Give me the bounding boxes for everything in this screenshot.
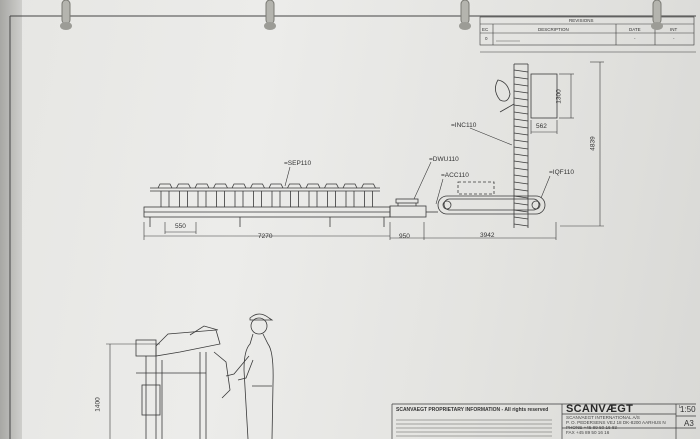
elevator-rung <box>513 167 529 171</box>
company-name: SCANVAEGT INTERNATIONAL A/S <box>566 415 640 420</box>
sheet-size: A3 <box>684 419 694 428</box>
elevator-rung <box>513 104 529 108</box>
elevator-rung <box>513 146 529 150</box>
binder-ring-icon <box>60 0 72 30</box>
company-address: P. O. PEDERSENS VEJ 18 DK-8200 AARHUS N <box>566 420 666 425</box>
elevator-rung <box>513 174 529 178</box>
separator-station <box>213 183 228 207</box>
title-block-frame <box>391 403 696 439</box>
inc110-elevator <box>495 63 558 228</box>
elevator-rung <box>513 209 529 213</box>
label-dwu110: =DWU110 <box>429 156 459 163</box>
operator-station <box>135 325 231 439</box>
elevator-rung <box>513 97 529 101</box>
rev-cell-int: - <box>673 36 675 41</box>
revisions-title: REVISIONS <box>569 18 594 23</box>
label-acc110: =ACC110 <box>441 172 469 179</box>
separator-station <box>194 183 210 207</box>
elevator-rung <box>513 90 529 94</box>
separator-station <box>231 183 247 207</box>
scale-value: 1:50 <box>680 405 696 414</box>
elevator-rung <box>513 125 529 129</box>
dim-950: 950 <box>399 233 410 240</box>
scale-label: L <box>679 404 682 409</box>
elevator-rung <box>513 188 529 192</box>
dim-1300: 1300 <box>555 89 563 104</box>
label-iqf110: =IQF110 <box>549 169 574 176</box>
company-phone: PHONE +45 89 50 16 83 <box>566 425 617 430</box>
dwu110-module <box>389 181 495 218</box>
elevator-rung <box>513 195 529 199</box>
separator-station <box>342 183 358 207</box>
rev-cell-date: - <box>634 36 636 41</box>
rev-col-date: DATE <box>629 27 641 32</box>
separator-station <box>250 183 265 207</box>
separator-station <box>157 183 173 207</box>
dim-3942: 3942 <box>480 232 495 239</box>
binder-ring-icon <box>459 0 471 30</box>
elevator-rung <box>513 139 529 143</box>
rev-col-description: DESCRIPTION <box>538 27 569 32</box>
binder-ring-icon <box>264 0 276 30</box>
separator-station <box>361 183 376 207</box>
rev-col-int: INT <box>670 27 678 32</box>
separator-station <box>324 183 339 207</box>
separator-stations <box>157 183 376 207</box>
dim-4839: 4839 <box>589 136 597 151</box>
binder-ring-icon <box>651 0 663 30</box>
dim-562: 562 <box>536 123 547 130</box>
elevator-rung <box>513 111 529 115</box>
elevator-rung <box>513 83 529 87</box>
proprietary-heading: SCANVAEGT PROPRIETARY INFORMATION - All … <box>396 407 549 413</box>
dim-1400: 1400 <box>94 397 102 412</box>
elevator-rung <box>513 216 529 220</box>
elevator-rung <box>513 202 529 206</box>
label-sep110: =SEP110 <box>284 160 312 167</box>
dim-7270: 7270 <box>258 233 273 240</box>
separator-station <box>268 183 284 207</box>
rev-cell-ec: 0 <box>485 36 488 41</box>
label-inc110: =INC110 <box>451 122 477 129</box>
elevator-rung <box>513 118 529 122</box>
binder-edge <box>0 0 22 439</box>
elevator-rung <box>513 153 529 157</box>
rev-col-ec: EC <box>482 27 489 32</box>
elevator-rung <box>513 69 529 73</box>
elevator-rung <box>513 223 529 227</box>
elevator-rung <box>513 160 529 164</box>
dim-550: 550 <box>175 223 186 230</box>
separator-station <box>176 183 191 207</box>
dimension-lines <box>106 61 604 439</box>
company-fax: FAX +45 89 50 16 16 <box>566 430 610 435</box>
elevator-rung <box>513 181 529 185</box>
elevator-rung <box>513 132 529 136</box>
iqf110-conveyor <box>426 195 546 215</box>
separator-station <box>287 183 302 207</box>
separator-station <box>305 183 321 207</box>
operator-figure <box>225 313 274 439</box>
scanvaegt-logo: SCANVÆGT <box>566 403 634 415</box>
sep110-conveyor-frame <box>143 187 391 227</box>
elevator-rung <box>513 76 529 80</box>
